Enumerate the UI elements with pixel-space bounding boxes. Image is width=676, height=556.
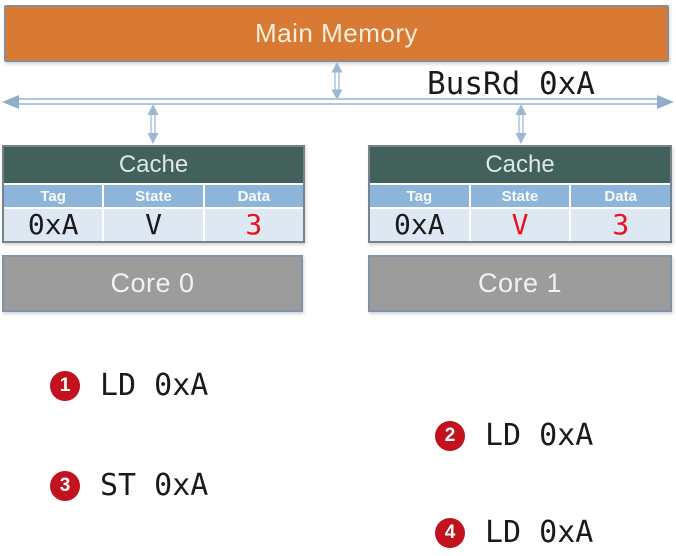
core-1-label: Core 1 — [477, 268, 563, 298]
shared-bus-line — [2, 94, 674, 109]
step-2-operation: LD 0xA — [485, 418, 594, 453]
cache-1-column-headers: Tag State Data — [370, 185, 671, 207]
step-1: 1 LD 0xA — [50, 368, 208, 403]
core-0-label: Core 0 — [110, 268, 195, 298]
main-memory-label: Main Memory — [255, 18, 418, 48]
step-2-badge: 2 — [435, 420, 465, 451]
step-3: 3 ST 0xA — [50, 468, 208, 503]
cache-1-row: 0xA V 3 — [370, 209, 671, 241]
bus-cache1-arrow-icon — [515, 104, 527, 144]
cache-0-col-data: Data — [204, 185, 303, 207]
cache-0-col-tag: Tag — [4, 185, 103, 207]
cache-0-column-headers: Tag State Data — [4, 185, 303, 207]
cache-1-data-value: 3 — [571, 209, 671, 241]
cache-0-row: 0xA V 3 — [4, 209, 303, 241]
step-3-operation: ST 0xA — [100, 468, 209, 503]
bus-transaction-label: BusRd 0xA — [427, 66, 595, 102]
bus-arrow-right-icon — [657, 94, 674, 109]
step-1-operation: LD 0xA — [100, 368, 209, 403]
cache-0-table: Cache Tag State Data 0xA V 3 — [2, 145, 305, 243]
step-4: 4 LD 0xA — [435, 515, 593, 550]
cache-0-data-value: 3 — [204, 209, 303, 241]
core-1-box: Core 1 — [368, 255, 672, 312]
cache-1-col-tag: Tag — [370, 185, 469, 207]
step-3-badge: 3 — [50, 470, 80, 501]
cache-1-col-data: Data — [571, 185, 671, 207]
memory-bus-arrow-icon — [331, 62, 343, 100]
cache-1-state-value: V — [470, 209, 570, 241]
cache-0-title: Cache — [4, 147, 303, 183]
step-4-badge: 4 — [435, 517, 465, 548]
cache-0-col-state: State — [104, 185, 203, 207]
cache-1-col-state: State — [470, 185, 570, 207]
cache-1-table: Cache Tag State Data 0xA V 3 — [368, 145, 672, 243]
bus-arrow-left-icon — [2, 94, 19, 109]
cache-1-tag-value: 0xA — [370, 209, 469, 241]
step-4-operation: LD 0xA — [485, 515, 594, 550]
step-1-badge: 1 — [50, 370, 80, 401]
cache-1-title: Cache — [370, 147, 670, 183]
cache-0-tag-value: 0xA — [4, 209, 103, 241]
bus-cache0-arrow-icon — [147, 104, 159, 144]
core-0-box: Core 0 — [2, 255, 303, 312]
cache-0-state-value: V — [104, 209, 203, 241]
main-memory-box: Main Memory — [4, 5, 669, 62]
step-2: 2 LD 0xA — [435, 418, 593, 453]
